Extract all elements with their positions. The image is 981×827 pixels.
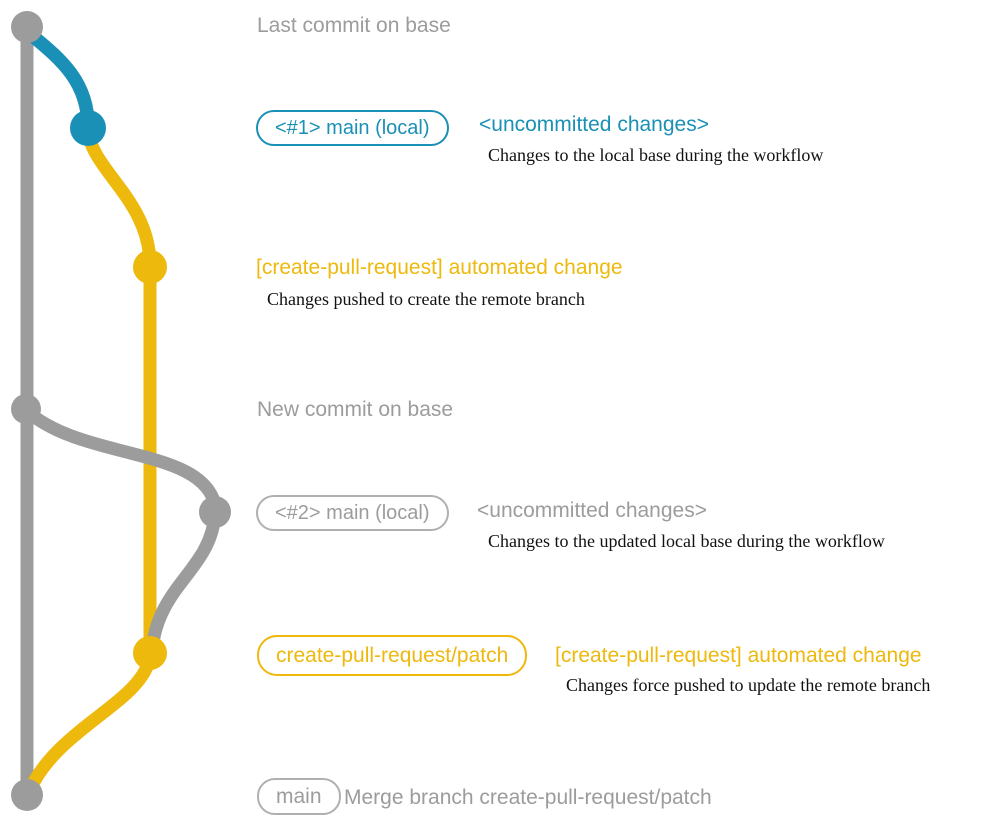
updated-base-branch-line-in [145,507,222,657]
automated-change-note-1: Changes pushed to create the remote bran… [267,289,585,309]
uncommitted-changes-note-2: Changes to the updated local base during… [488,531,885,551]
uncommitted-changes-heading-1: <uncommitted changes> [479,113,709,136]
automated-change-heading-2: [create-pull-request] automated change [555,644,922,667]
branch-badge-main: main [257,778,341,815]
uncommitted-changes-note-1: Changes to the local base during the wor… [488,145,824,165]
branch-badge-main-local-2: <#2> main (local) [256,495,449,531]
uncommitted-changes-heading-2: <uncommitted changes> [477,499,707,522]
branch-badge-main-local-1: <#1> main (local) [256,110,449,146]
commit-node-local-1 [70,110,106,146]
commit-node-new-base [11,394,41,424]
commit-node-local-2 [199,496,231,528]
merge-commit-label: Merge branch create-pull-request/patch [344,786,712,809]
new-commit-label: New commit on base [257,398,454,421]
automated-change-heading-1: [create-pull-request] automated change [256,256,623,279]
automated-change-note-2: Changes force pushed to update the remot… [566,675,931,695]
patch-branch-merge-line [22,649,157,799]
commit-node-pushed-1 [133,250,167,284]
commit-node-last-base [11,11,43,43]
commit-node-force-pushed [133,636,167,670]
branch-badge-create-pull-request-patch: create-pull-request/patch [257,635,528,676]
updated-base-branch-line-out [20,404,223,517]
last-commit-label: Last commit on base [257,14,451,37]
commit-node-merge [11,779,43,811]
local-main-branch-line-1 [21,25,95,133]
patch-branch-line-out [81,123,157,272]
